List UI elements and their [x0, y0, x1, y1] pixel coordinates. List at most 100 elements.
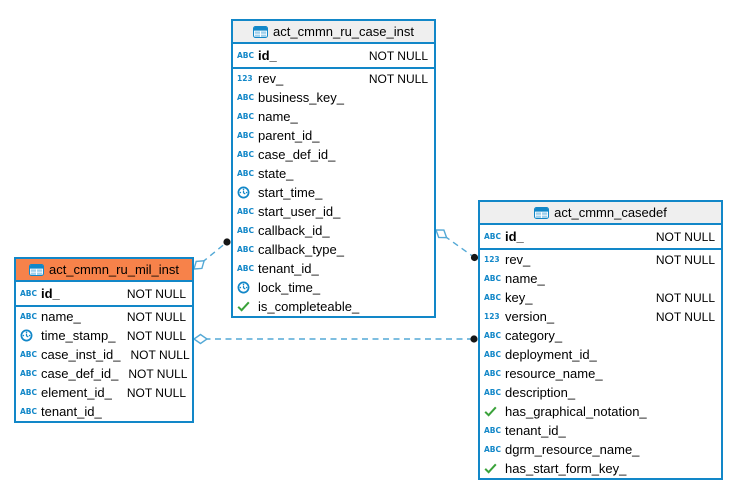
integer-type-icon: 123 — [237, 73, 253, 83]
relationship-line[interactable] — [435, 229, 475, 259]
table-header[interactable]: act_cmmn_ru_case_inst — [233, 21, 434, 44]
relationship-diamond-end — [434, 229, 448, 239]
column-row[interactable]: has_start_form_key_ — [480, 459, 721, 478]
column-name: start_user_id_ — [258, 204, 341, 219]
not-null-label: NOT NULL — [655, 309, 715, 324]
column-name: deployment_id_ — [505, 347, 597, 362]
timestamp-type-icon — [20, 329, 39, 342]
boolean-type-icon — [237, 301, 256, 312]
column-name: category_ — [505, 328, 563, 343]
column-name: tenant_id_ — [258, 261, 319, 276]
column-name: time_stamp_ — [41, 328, 116, 343]
table-icon — [534, 206, 550, 219]
column-name: id_ — [41, 286, 60, 301]
column-row[interactable]: lock_time_ — [233, 278, 434, 297]
varchar-type-icon: ABC — [20, 406, 38, 416]
column-row[interactable]: 123 version_ NOT NULL — [480, 307, 721, 326]
table-title: act_cmmn_casedef — [554, 205, 667, 220]
varchar-type-icon: ABC — [484, 368, 502, 378]
boolean-type-icon — [484, 463, 503, 474]
column-name: description_ — [505, 385, 576, 400]
timestamp-type-icon — [237, 186, 256, 199]
column-name: resource_name_ — [505, 366, 603, 381]
not-null-label: NOT NULL — [126, 328, 186, 343]
relationship-line[interactable] — [193, 241, 228, 270]
varchar-type-icon: ABC — [237, 92, 255, 102]
varchar-type-icon: ABC — [20, 288, 38, 298]
column-name: lock_time_ — [258, 280, 321, 295]
column-row[interactable]: has_graphical_notation_ — [480, 402, 721, 421]
column-name: dgrm_resource_name_ — [505, 442, 640, 457]
varchar-type-icon: ABC — [237, 244, 255, 254]
relationship-dot-end — [470, 335, 478, 343]
table-icon — [253, 25, 269, 38]
table-grid-icon-svg — [534, 206, 550, 219]
timestamp-type-icon — [237, 281, 256, 294]
column-row[interactable]: start_time_ — [233, 183, 434, 202]
column-name: id_ — [258, 48, 277, 63]
not-null-label: NOT NULL — [655, 290, 715, 305]
varchar-type-icon: ABC — [484, 292, 502, 302]
column-row[interactable]: is_completeable_ — [233, 297, 434, 316]
varchar-type-icon: ABC — [237, 225, 255, 235]
varchar-type-icon: ABC — [484, 273, 502, 283]
varchar-type-icon: ABC — [237, 130, 255, 140]
column-name: version_ — [505, 309, 555, 324]
table-grid-icon-svg — [28, 263, 44, 276]
column-name: state_ — [258, 166, 294, 181]
varchar-type-icon: ABC — [20, 311, 38, 321]
not-null-label: NOT NULL — [368, 48, 428, 63]
column-row[interactable]: time_stamp_ NOT NULL — [16, 326, 192, 345]
column-name: business_key_ — [258, 90, 344, 105]
table-header[interactable]: act_cmmn_casedef — [480, 202, 721, 225]
not-null-label: NOT NULL — [126, 385, 186, 400]
column-name: case_inst_id_ — [41, 347, 121, 362]
varchar-type-icon: ABC — [484, 425, 502, 435]
table-header[interactable]: act_cmmn_ru_mil_inst — [16, 259, 192, 282]
integer-type-icon: 123 — [484, 311, 500, 321]
varchar-type-icon: ABC — [484, 349, 502, 359]
column-name: callback_type_ — [258, 242, 344, 257]
varchar-type-icon: ABC — [20, 387, 38, 397]
relationship-dot-end — [223, 238, 231, 246]
varchar-type-icon: ABC — [484, 387, 502, 397]
column-name: id_ — [505, 229, 524, 244]
varchar-type-icon: ABC — [484, 330, 502, 340]
relationship-dot-end — [470, 253, 479, 262]
